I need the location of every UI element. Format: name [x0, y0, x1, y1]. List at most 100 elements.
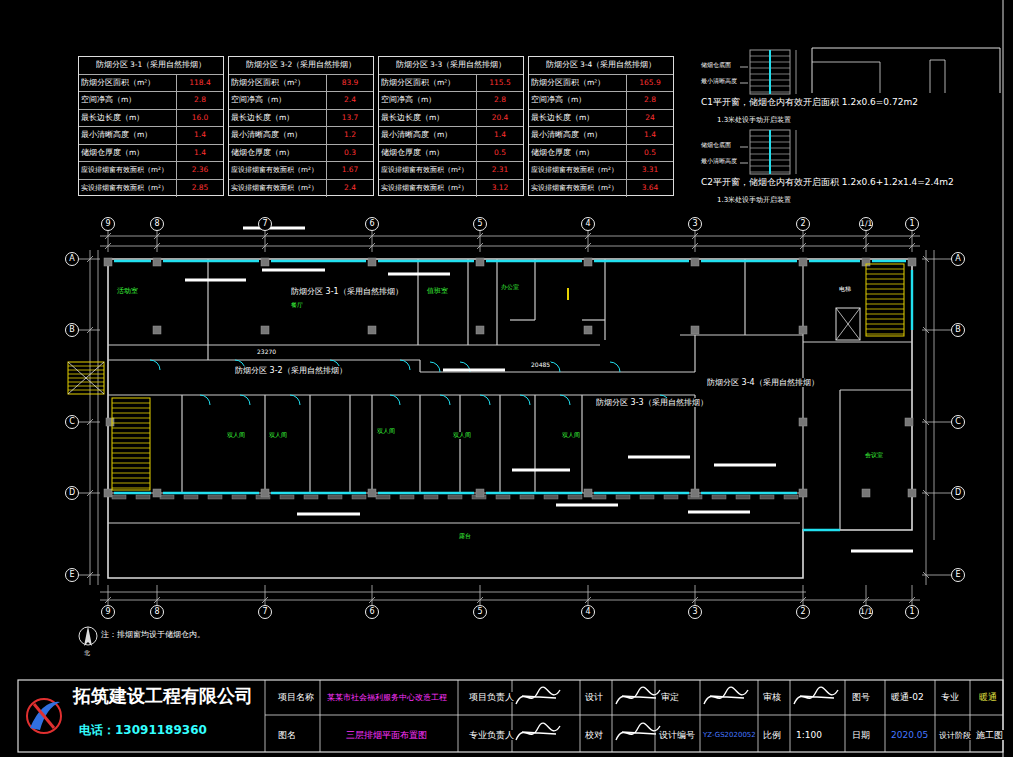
stair-hatch [112, 453, 150, 454]
axis-label: 8 [151, 606, 163, 618]
partition-wall [534, 395, 535, 493]
axis-bubble: 8 [150, 217, 164, 231]
stair-hatch [866, 289, 904, 290]
door-swing [240, 395, 250, 405]
structural-column [862, 489, 870, 497]
title-block-text: 暖通 [978, 692, 998, 702]
title-block-text: 校对 [584, 730, 604, 740]
signature [516, 687, 560, 704]
window-sash [112, 495, 126, 499]
leader-bar [243, 227, 305, 230]
title-block-text: 施工图 [975, 730, 1004, 740]
axis-label: 6 [366, 606, 378, 618]
table-value: 2.31 [477, 162, 523, 180]
title-block-text: 项目负责人 [468, 692, 515, 702]
shaft-cross [836, 308, 860, 340]
axis-label: 9 [102, 218, 114, 230]
axis-bubble: 8 [150, 605, 164, 619]
window-line [872, 260, 906, 262]
axis-bubble: 6 [365, 605, 379, 619]
window-detail-glass [769, 130, 771, 174]
stair-hatch [866, 284, 904, 285]
table-row-label: 空间净高（m） [379, 92, 477, 110]
leader-bar [556, 504, 618, 507]
section-sketch [930, 60, 931, 93]
axis-label: 5 [474, 606, 486, 618]
window-sash [328, 495, 342, 499]
table-row-label: 空间净高（m） [79, 92, 177, 110]
window-line [114, 492, 151, 494]
dimension-tick [912, 585, 913, 605]
stair-hatch [866, 279, 904, 280]
table-value: 2.8 [477, 92, 523, 110]
table-row-label: 防烟分区面积（m²） [529, 75, 627, 93]
stair-hatch [112, 458, 150, 459]
table-value: 165.9 [627, 75, 673, 93]
window-line [114, 260, 151, 262]
stair-hatch [866, 314, 904, 315]
window-detail-glass [770, 50, 771, 174]
detail-leader [740, 67, 748, 163]
window-detail [750, 130, 790, 174]
window-sash [712, 495, 726, 499]
structural-column [368, 489, 376, 497]
table-row-label: 应设排烟窗有效面积（m²） [379, 162, 477, 180]
plan-label: 防烟分区 3-1（采用自然排烟） [290, 287, 404, 296]
partition-wall [108, 394, 695, 395]
axis-label: C [66, 416, 78, 428]
table-row-label: 实设排烟窗有效面积（m²） [529, 180, 627, 198]
stair-hatch [866, 274, 904, 275]
structural-column [691, 489, 699, 497]
axis-label: B [66, 324, 78, 336]
axis-label: A [66, 253, 78, 265]
stair-hatch [866, 304, 904, 305]
company-logo [30, 702, 60, 730]
partition-wall [604, 259, 605, 340]
dimension-tick [922, 259, 951, 260]
axis-label: 7 [259, 606, 271, 618]
title-block-rule [265, 715, 1003, 716]
partition-wall [803, 341, 912, 342]
table-header: 防烟分区 3-3（采用自然排烟） [379, 57, 523, 75]
title-block-text: 设计 [584, 692, 604, 702]
table-value: 1.4 [177, 145, 223, 163]
signature [704, 687, 748, 704]
structural-column [908, 489, 916, 497]
title-block-text: 专业 [940, 692, 960, 702]
table-value: 2.85 [177, 180, 223, 198]
table-row-label: 储烟仓厚度（m） [229, 145, 327, 163]
dimension-tick [265, 231, 266, 252]
table-row-label: 最小清晰高度（m） [229, 127, 327, 145]
table-value: 3.64 [627, 180, 673, 198]
structural-column [905, 418, 913, 426]
dimension-line [100, 236, 920, 237]
company-logo [34, 704, 54, 728]
window-line [594, 492, 689, 494]
title-block-text: 图名 [277, 730, 297, 740]
dimension-tick [79, 493, 100, 494]
dimension-tick [695, 585, 696, 605]
stair-hatch [866, 294, 904, 295]
title-block-rule [655, 680, 656, 752]
partition-wall [744, 259, 745, 335]
axis-label: A [952, 253, 964, 265]
structural-column [106, 418, 114, 426]
plan-label: 北 [83, 650, 91, 657]
leader-bar [688, 511, 750, 514]
window-sash [136, 495, 150, 499]
dimension-tick [79, 422, 100, 423]
plan-label: 会议室 [864, 452, 884, 459]
structural-column [584, 258, 592, 266]
dimension-tick [588, 585, 589, 605]
dimension-line [926, 250, 927, 585]
partition-wall [419, 395, 420, 493]
window-line [271, 492, 366, 494]
partition-wall [499, 395, 500, 493]
axis-label: 4 [582, 606, 594, 618]
plan-label: 23270 [256, 349, 277, 356]
window-line [163, 260, 259, 262]
dimension-tick [922, 493, 951, 494]
window-sash [376, 495, 390, 499]
table-row-label: 应设排烟窗有效面积（m²） [79, 162, 177, 180]
title-block-rule [845, 680, 846, 752]
